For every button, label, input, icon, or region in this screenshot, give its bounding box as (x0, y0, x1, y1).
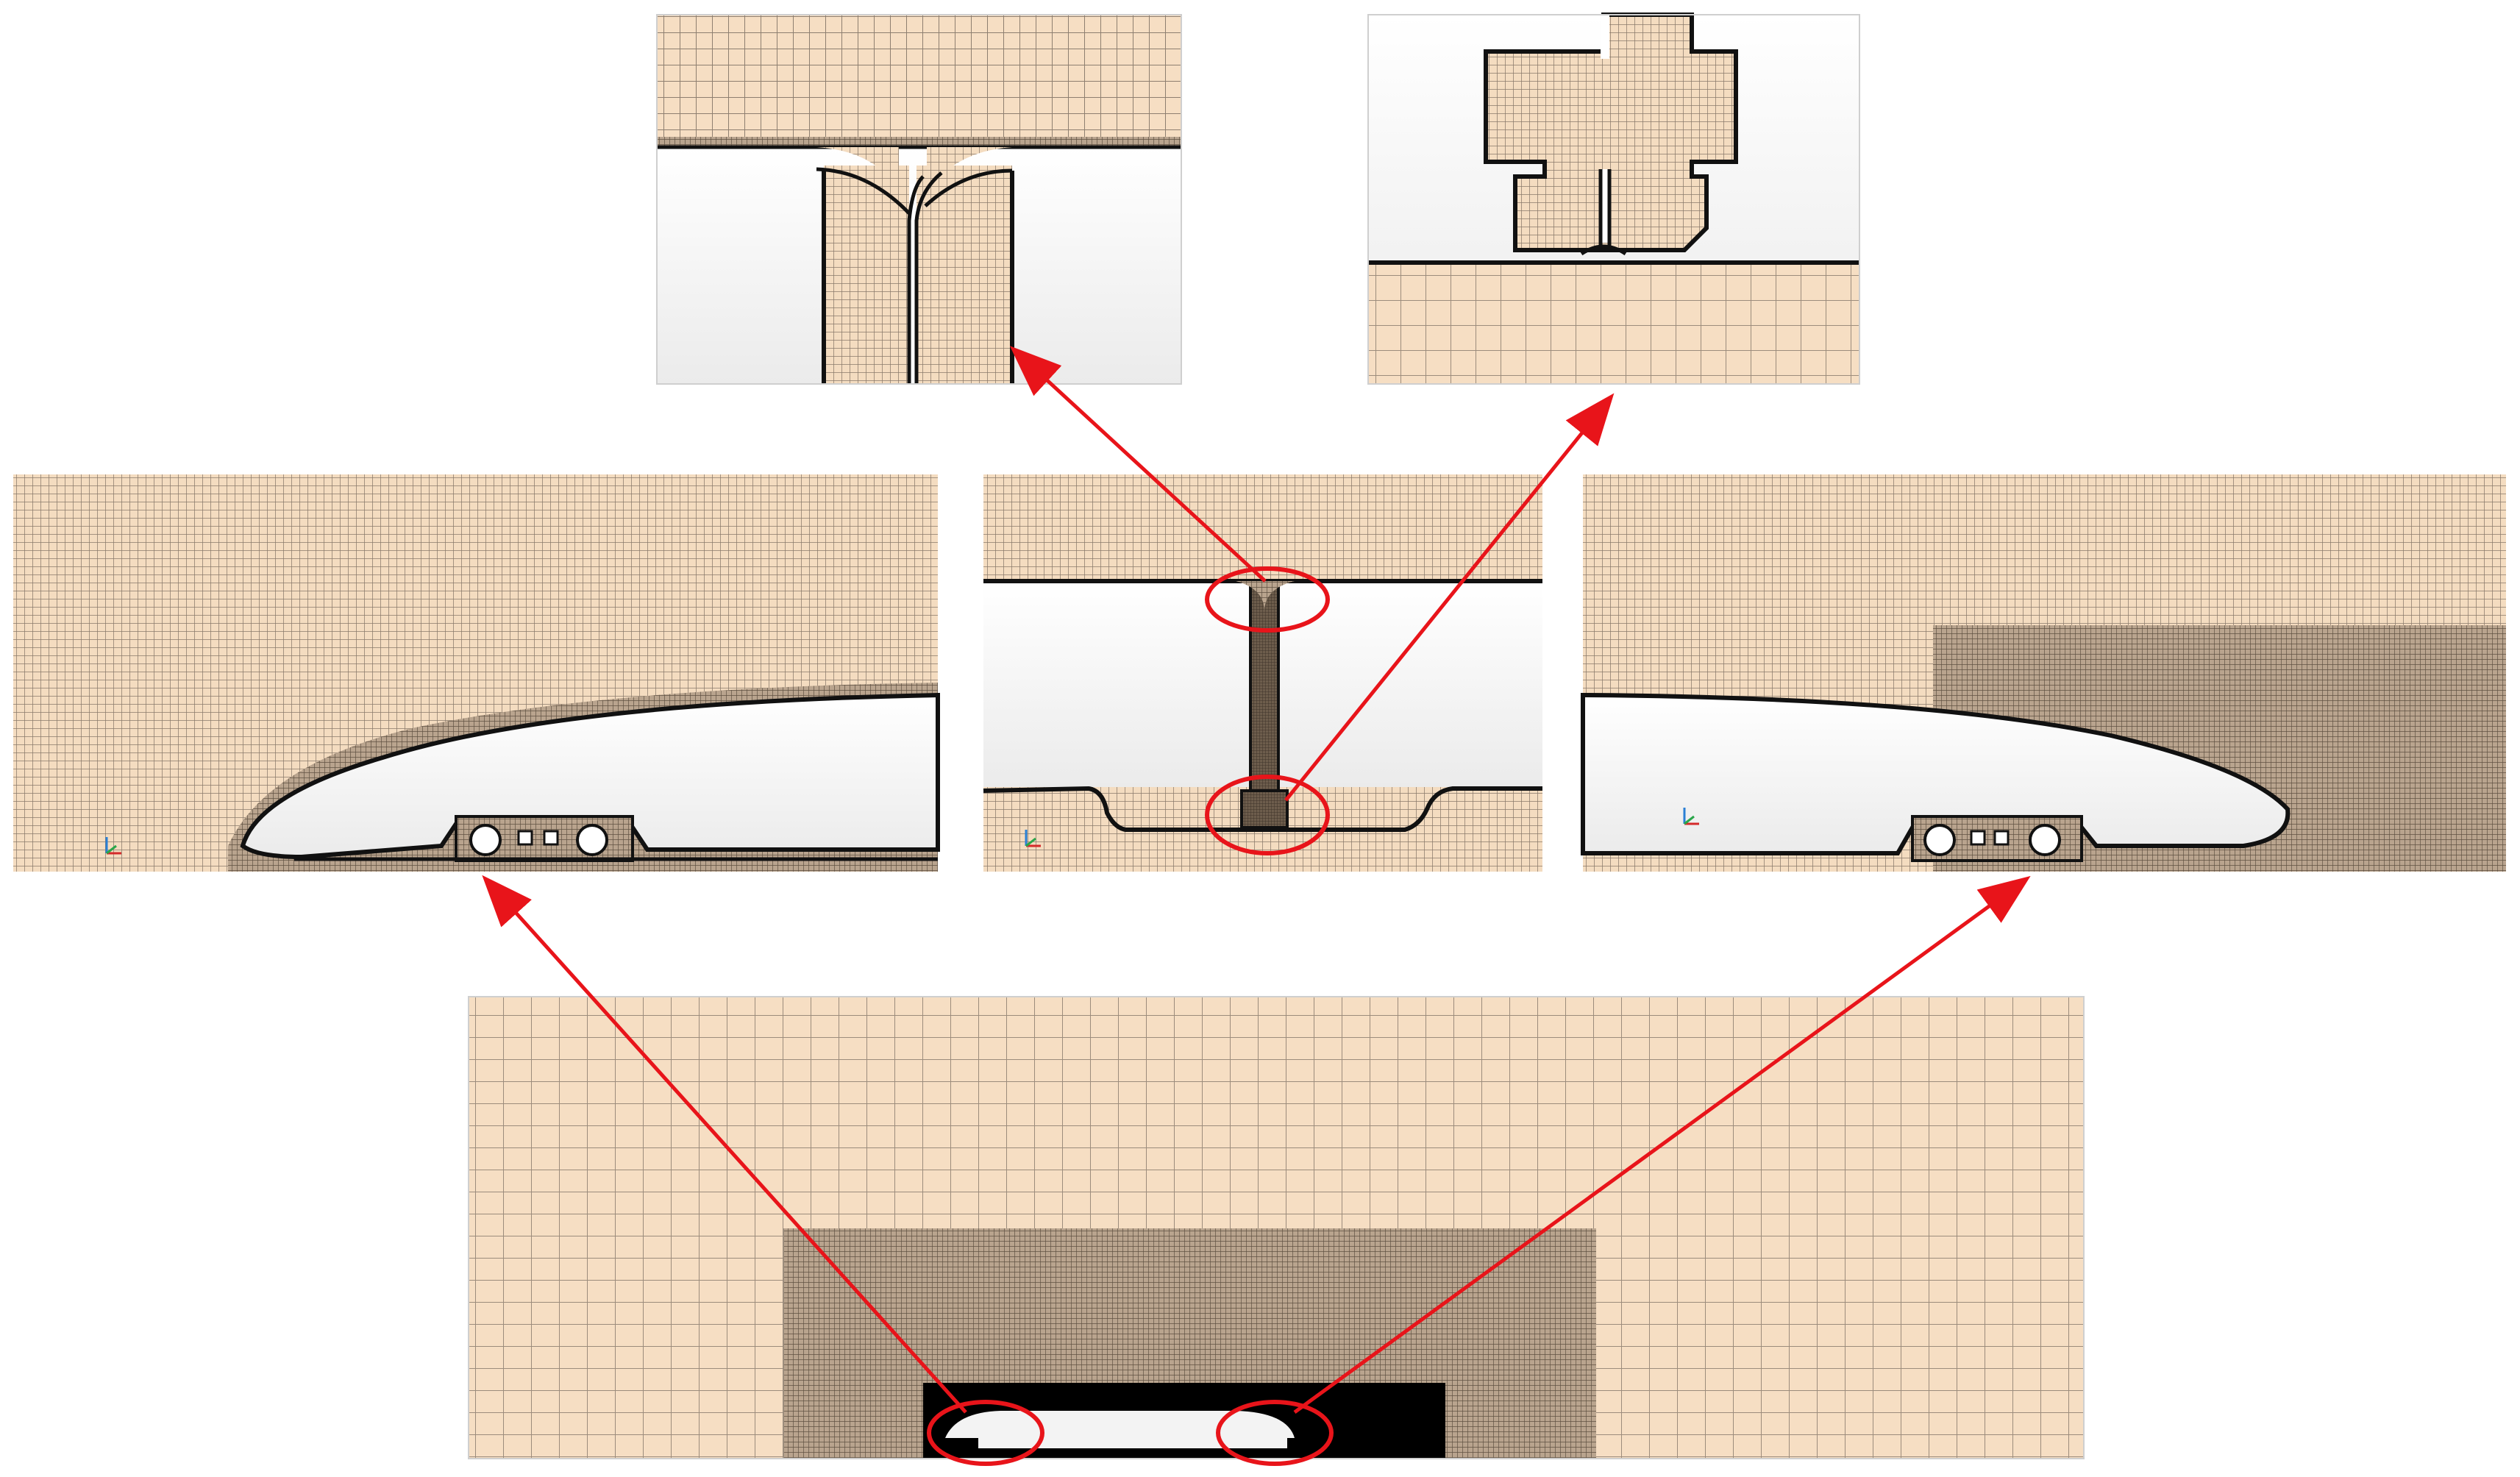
highlight-ellipse (1205, 566, 1330, 633)
domain-overview-mesh (468, 996, 2085, 1459)
highlight-ellipse (927, 1400, 1044, 1466)
detail-underbody-gap (1367, 13, 1860, 385)
arrow (1293, 875, 2031, 1414)
axis-triad-icon (105, 837, 121, 855)
inter-car-gap-mesh (983, 474, 1542, 872)
zoom-arrows (482, 346, 2031, 1414)
highlight-ellipse (1205, 775, 1330, 855)
arrow (482, 875, 967, 1414)
axis-triad-icon (1025, 830, 1041, 847)
arrow (1284, 393, 1615, 802)
highlight-ellipse (1216, 1400, 1334, 1466)
highlight-ellipses (927, 566, 1334, 1466)
arrow (1009, 346, 1267, 583)
tail-car-mesh (1581, 474, 2506, 872)
head-car-mesh (13, 474, 940, 872)
detail-nose-gap-top (656, 14, 1182, 385)
axis-triad-icon (1683, 808, 1699, 825)
